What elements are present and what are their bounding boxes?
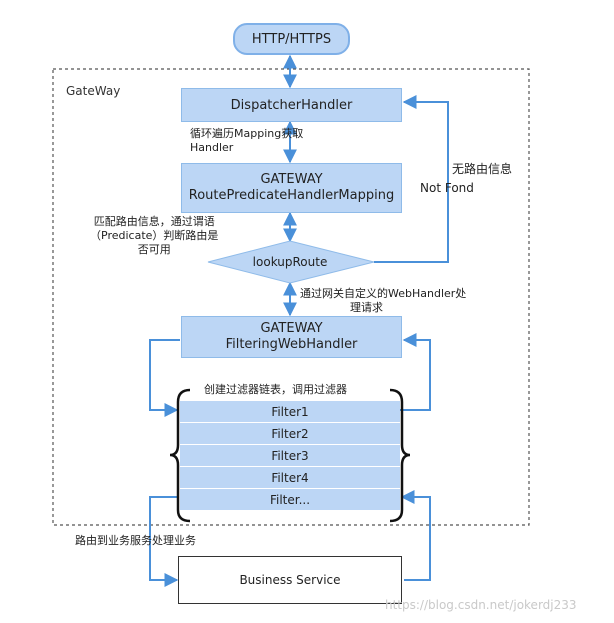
- filter-label: Filter...: [269, 492, 311, 507]
- filter-row: Filter3: [180, 444, 400, 466]
- filtering-line2: FilteringWebHandler: [225, 337, 358, 352]
- route-mapping-line2: RoutePredicateHandlerMapping: [188, 188, 395, 203]
- note-no-route-line1: 无路由信息: [452, 162, 513, 176]
- filter-label: Filter4: [271, 470, 309, 485]
- http-node: HTTP/HTTPS: [233, 23, 350, 55]
- filter-row: Filter1: [180, 400, 400, 422]
- note-custom-line2: 理请求: [350, 301, 383, 314]
- note-loop-mapping-line2: Handler: [190, 141, 234, 154]
- lookup-route-label: lookupRoute: [252, 255, 328, 269]
- note-match-line1: 匹配路由信息，通过谓语: [93, 215, 215, 228]
- note-match-line3: 否可用: [137, 243, 171, 256]
- filtering-line1: GATEWAY: [260, 321, 323, 336]
- note-route-business: 路由到业务服务处理业务: [75, 534, 196, 547]
- gateway-label: GateWay: [66, 84, 121, 98]
- dispatcher-label: DispatcherHandler: [230, 97, 353, 113]
- filter-label: Filter1: [271, 404, 309, 419]
- filter-label: Filter3: [271, 448, 309, 463]
- http-label: HTTP/HTTPS: [251, 31, 332, 47]
- dispatcher-handler-box: DispatcherHandler: [181, 88, 402, 122]
- filter-row: Filter2: [180, 422, 400, 444]
- arrow-filtering-to-filter1: [149, 339, 180, 417]
- note-no-route: 无路由信息 Not Fond: [420, 160, 512, 198]
- arrow-business-to-filter: [400, 490, 431, 581]
- business-service-label: Business Service: [239, 573, 341, 587]
- left-brace: [169, 388, 191, 523]
- arrow-not-found-loop: [374, 95, 449, 263]
- arrow-filter-to-business: [149, 496, 179, 587]
- note-custom-line1: 通过网关自定义的WebHandler处: [300, 287, 467, 300]
- watermark: https://blog.csdn.net/jokerdj233: [385, 598, 577, 612]
- filter-row: Filter...: [180, 488, 400, 510]
- arrow-filter1-to-filtering: [400, 333, 431, 411]
- filtering-web-handler-box: GATEWAY FilteringWebHandler: [181, 316, 402, 358]
- filter-chain-label: 创建过滤器链表，调用过滤器: [204, 383, 347, 396]
- gateway-frame: [52, 68, 530, 526]
- note-loop-mapping: 循环遍历Mapping获取 Handler: [190, 127, 303, 155]
- filter-label: Filter2: [271, 426, 309, 441]
- note-match-route: 匹配路由信息，通过谓语 （Predicate）判断路由是 否可用: [90, 215, 218, 257]
- note-match-line2: （Predicate）判断路由是: [90, 229, 219, 242]
- note-custom-handler: 通过网关自定义的WebHandler处 理请求: [300, 287, 466, 315]
- lookup-route-label-wrap: lookupRoute: [230, 252, 350, 272]
- route-predicate-mapping-box: GATEWAY RoutePredicateHandlerMapping: [181, 163, 402, 213]
- business-service-box: Business Service: [178, 556, 402, 604]
- note-loop-mapping-line1: 循环遍历Mapping获取: [190, 127, 304, 140]
- route-mapping-line1: GATEWAY: [260, 172, 323, 187]
- filter-row: Filter4: [180, 466, 400, 488]
- right-brace: [389, 388, 411, 523]
- note-no-route-line2: Not Fond: [420, 181, 474, 195]
